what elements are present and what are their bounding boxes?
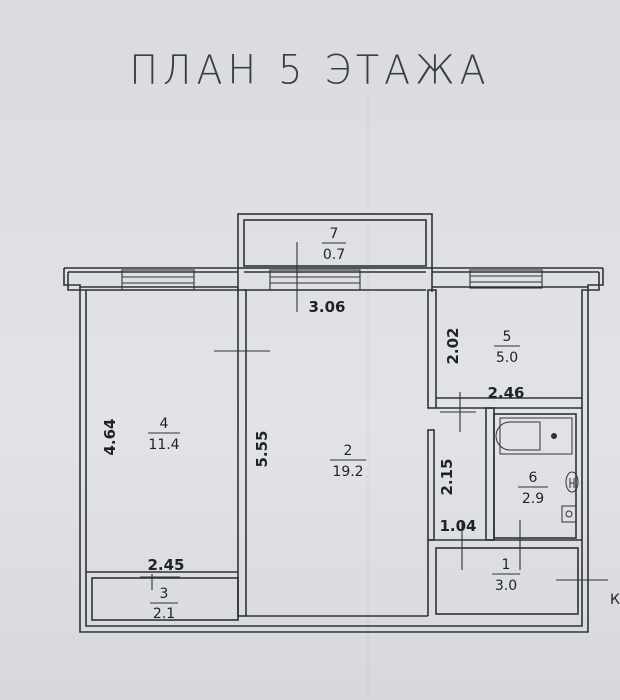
- svg-text:2: 2: [344, 443, 353, 459]
- svg-text:3: 3: [160, 586, 169, 602]
- svg-text:7: 7: [330, 226, 339, 242]
- room-7-label: 7 0.7: [322, 226, 346, 263]
- svg-text:5.0: 5.0: [496, 350, 518, 366]
- balcony-outline: [237, 213, 433, 292]
- svg-text:0.7: 0.7: [323, 247, 345, 263]
- dimension-2-15: 2.15: [438, 458, 456, 495]
- room-2-label: 2 19.2: [330, 443, 366, 480]
- bathroom-fixtures: [495, 417, 579, 523]
- svg-text:2.1: 2.1: [153, 606, 175, 622]
- svg-text:11.4: 11.4: [148, 437, 179, 453]
- door-marks: [140, 242, 608, 608]
- tap-icon: [551, 433, 557, 439]
- room-3-label: 3 2.1: [150, 586, 178, 622]
- svg-text:2.9: 2.9: [522, 491, 544, 507]
- edge-mark: К: [610, 592, 620, 608]
- plan-title: ПЛАН 5 ЭТАЖА: [129, 46, 491, 94]
- exterior-walls: [63, 267, 604, 633]
- svg-text:4: 4: [160, 416, 169, 432]
- interior-walls: [86, 289, 582, 621]
- room-4-label: 4 11.4: [148, 416, 180, 453]
- dimension-2-46: 2.46: [487, 384, 524, 402]
- svg-text:6: 6: [529, 470, 538, 486]
- dimension-3-06: 3.06: [308, 298, 345, 316]
- windows: [121, 269, 543, 291]
- svg-text:3.0: 3.0: [495, 578, 517, 594]
- svg-text:1: 1: [502, 557, 511, 573]
- dimension-2-45: 2.45: [147, 556, 184, 574]
- dimension-4-64: 4.64: [101, 418, 119, 455]
- dimension-5-55: 5.55: [253, 430, 271, 467]
- dimension-1-04: 1.04: [439, 517, 476, 535]
- room-5-label: 5 5.0: [494, 329, 520, 366]
- svg-text:5: 5: [503, 329, 512, 345]
- dimension-2-02: 2.02: [444, 327, 462, 364]
- svg-text:19.2: 19.2: [332, 464, 363, 480]
- room-6-label: 6 2.9: [518, 470, 548, 507]
- room-1-label: 1 3.0: [492, 557, 520, 594]
